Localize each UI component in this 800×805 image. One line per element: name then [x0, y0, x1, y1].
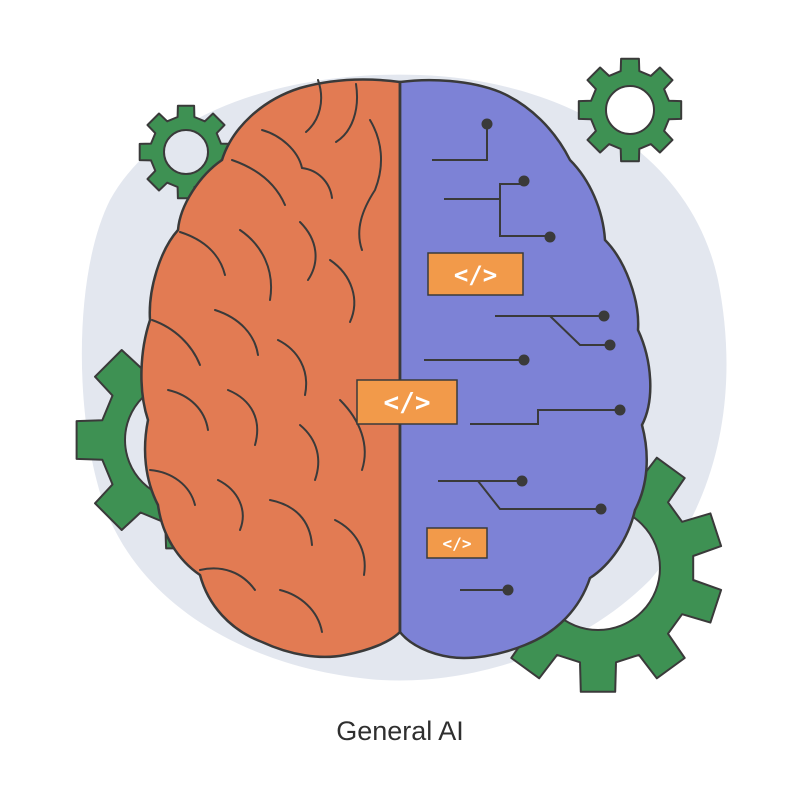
code-tag-center: </>: [356, 379, 458, 425]
brain-folds: [149, 79, 382, 633]
brain-left-hemisphere: [140, 78, 402, 659]
svg-text:</>: </>: [443, 534, 472, 553]
caption-title: General AI: [336, 716, 464, 746]
svg-text:</>: </>: [454, 261, 497, 289]
gear-top-right-icon-shape: [577, 57, 683, 163]
svg-text:</>: </>: [384, 388, 431, 418]
circuit-icon: [424, 126, 620, 591]
brain-icon: [140, 78, 652, 660]
gear-top-right-icon: [577, 57, 683, 163]
brain-right-hemisphere: [398, 78, 652, 660]
code-tag-upper: </>: [427, 252, 524, 296]
circuit-nodes: [481, 118, 626, 596]
code-tag-lower: </>: [426, 527, 488, 559]
